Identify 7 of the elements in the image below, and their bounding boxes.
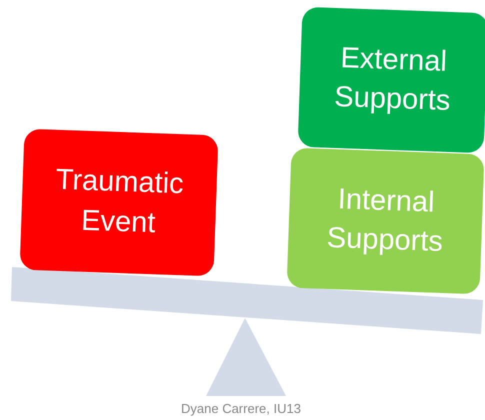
credit-text: Dyane Carrere, IU13 bbox=[181, 401, 301, 416]
box-label: External Supports bbox=[332, 41, 452, 119]
box-label: Traumatic Event bbox=[54, 163, 186, 241]
box-label: Internal Supports bbox=[325, 182, 444, 260]
rounded-box bbox=[20, 128, 218, 276]
rounded-box bbox=[298, 6, 485, 154]
rounded-box bbox=[286, 148, 484, 294]
